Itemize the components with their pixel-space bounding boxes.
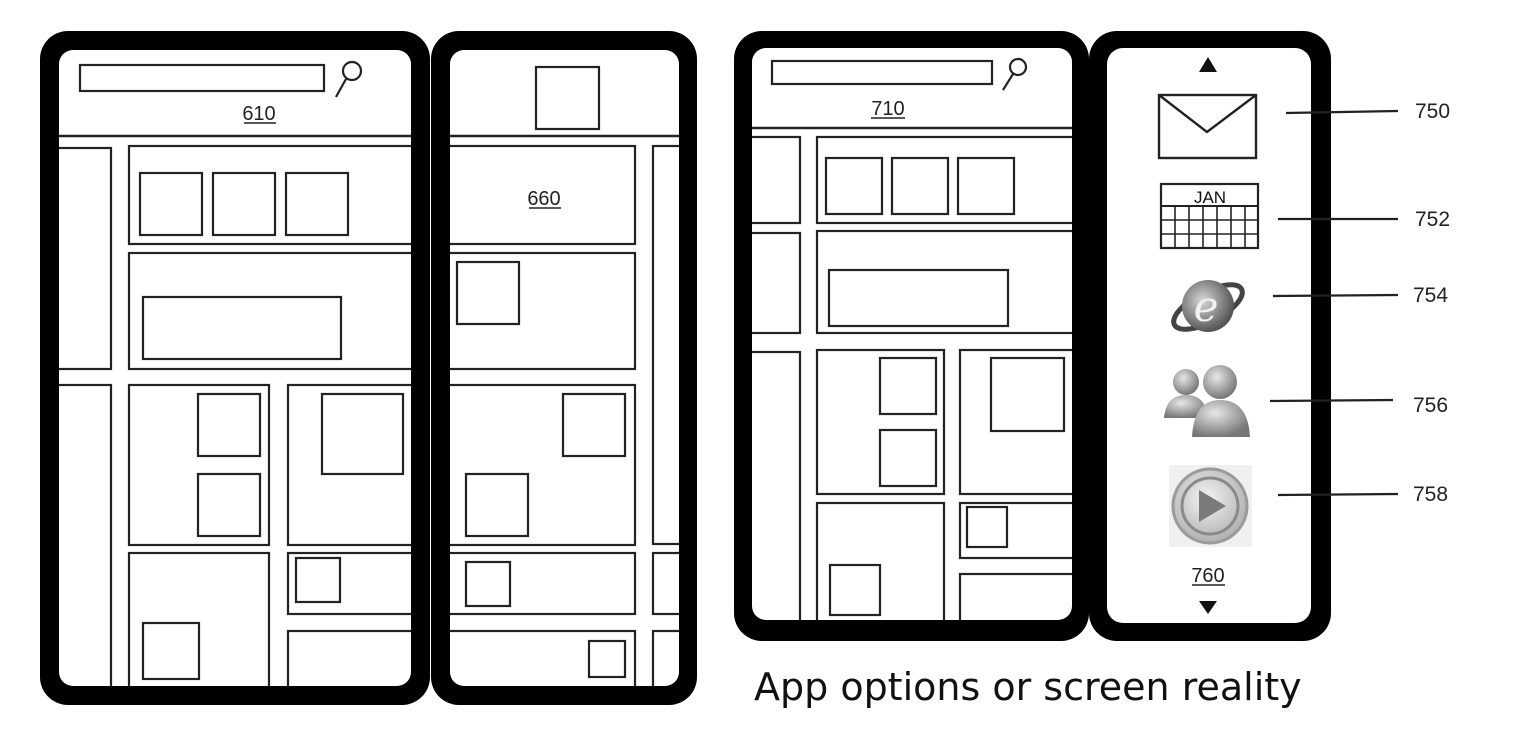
ref-754: 754: [1413, 284, 1448, 307]
panel-label-760: 760: [1191, 565, 1224, 587]
search-bar: [78, 63, 326, 93]
device-left-screen-a: 610: [40, 31, 430, 705]
ref-758: 758: [1413, 483, 1448, 506]
scroll-up-arrow-icon[interactable]: [1199, 57, 1217, 72]
search-icon: [335, 60, 363, 98]
device-right-screen: 710: [734, 31, 1089, 641]
reference-callouts: 750 752 754 756 758: [1269, 100, 1450, 506]
ref-752: 752: [1415, 208, 1450, 231]
screen-label-710: 710: [871, 98, 904, 120]
search-icon: [1002, 57, 1028, 91]
figure-caption: App options or screen reality: [754, 665, 1302, 709]
ref-750: 750: [1415, 100, 1450, 123]
app-options-panel: JAN e 760: [1089, 31, 1331, 641]
calendar-month-label: JAN: [1194, 188, 1226, 207]
calendar-icon[interactable]: JAN: [1159, 182, 1260, 250]
svg-text:e: e: [1194, 282, 1219, 331]
ref-756: 756: [1413, 394, 1448, 417]
search-bar: [770, 59, 994, 86]
browser-icon[interactable]: e: [1167, 276, 1248, 338]
media-player-icon[interactable]: [1169, 465, 1252, 547]
screen-label-660: 660: [527, 188, 560, 210]
screen-label-610: 610: [242, 103, 275, 125]
contacts-icon[interactable]: [1164, 365, 1250, 437]
mail-icon[interactable]: [1157, 93, 1258, 160]
device-left-screen-b: 660: [431, 31, 697, 705]
scroll-down-arrow-icon[interactable]: [1199, 601, 1217, 614]
